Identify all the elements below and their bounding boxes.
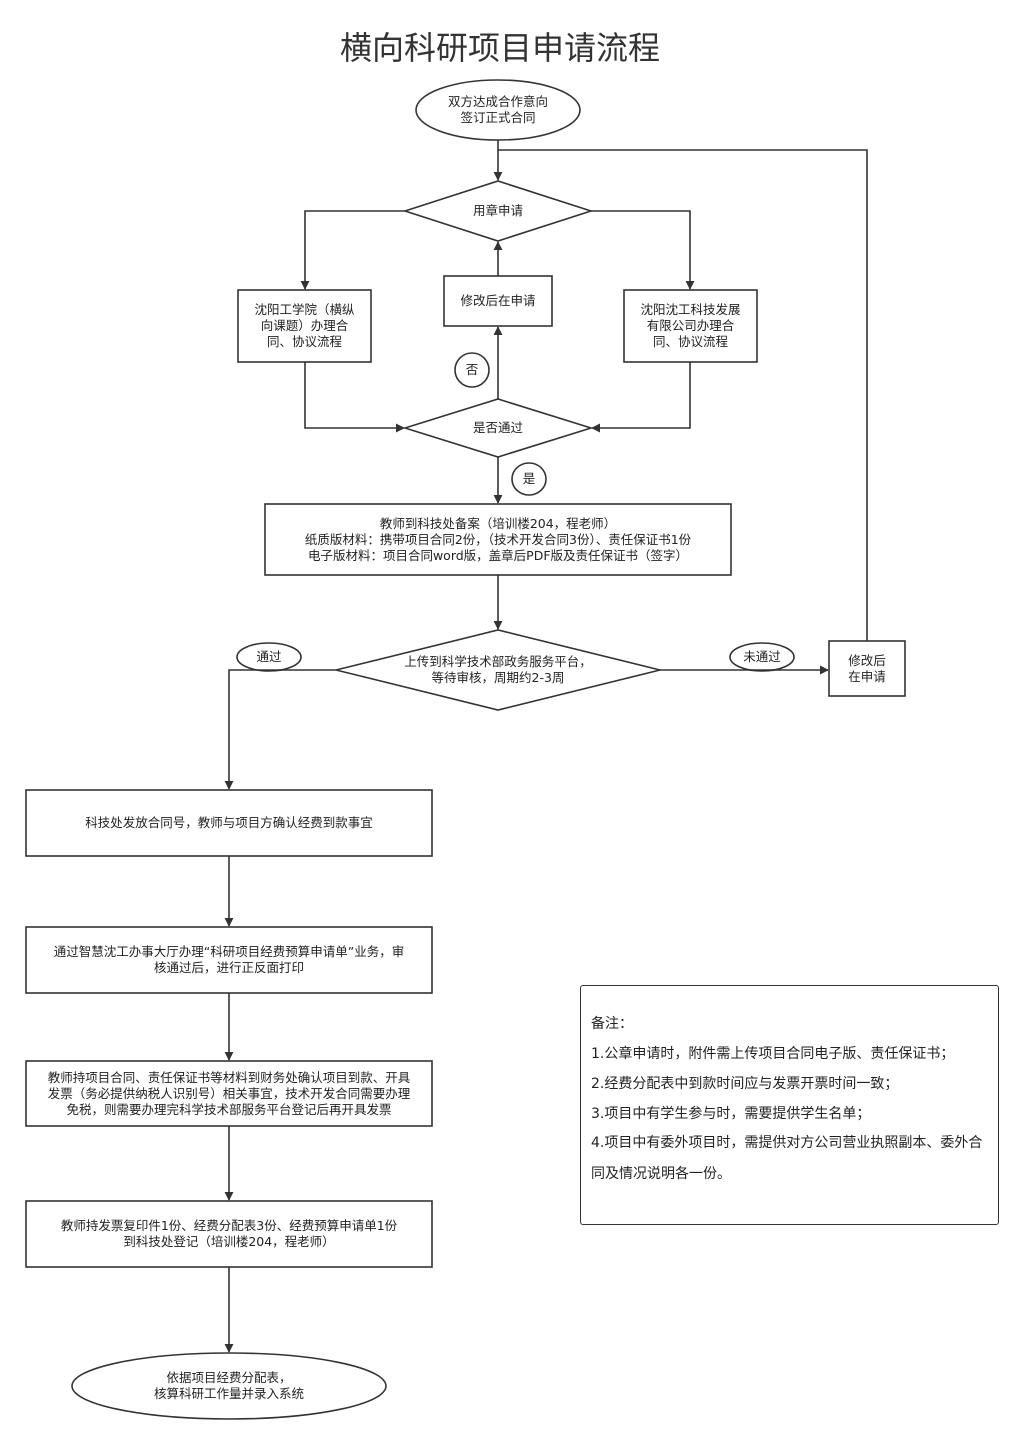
arrow-upload-to-issue: [224, 669, 336, 790]
arrow-seal-to-sylg: [300, 210, 405, 290]
modify1-node-label: 修改后在申请: [460, 293, 536, 308]
end-ellipse: [71, 1352, 387, 1420]
modify2-node-label: 修改后 在申请: [848, 652, 886, 684]
note-item-2: 2.经费分配表中到款时间应与发票开票时间一致；: [591, 1076, 899, 1092]
pass-question-label: 是否通过: [472, 420, 523, 435]
no-label: 否: [465, 362, 479, 377]
arrow-sylg-to-pass: [304, 362, 405, 433]
note-item-3: 3.项目中有学生参与时，需要提供学生名单；: [591, 1106, 871, 1122]
register-node-label: 教师持发票复印件1份、经费分配表3份、经费预算申请单1份 到科技处登记（培训楼2…: [60, 1218, 398, 1249]
seal-node-label: 用章申请: [472, 203, 523, 218]
fail-branch-label: 未通过: [743, 649, 781, 664]
sygk-node-label: 沈阳沈工科技发展 有限公司办理合 同、协议流程: [640, 302, 741, 349]
page-title: 横向科研项目申请流程: [339, 29, 660, 67]
issue-node-label: 科技处发放合同号，教师与项目方确认经费到款事宜: [85, 815, 373, 830]
start-node-label: 双方达成合作意向 签订正式合同: [447, 94, 548, 125]
fail-label-ellipse: [729, 642, 795, 672]
notes-panel: 备注： 1.公章申请时，附件需上传项目合同电子版、责任保证书； 2.经费分配表中…: [580, 985, 999, 1225]
finance-node-label: 教师持项目合同、责任保证书等材料到财务处确认项目到款、开具 发票（务必提供纳税人…: [47, 1069, 411, 1117]
upload-node-label: 上传到科学技术部政务服务平台， 等待审核，周期约2-3周: [404, 654, 592, 685]
arrow-seal-to-sygk: [591, 210, 695, 290]
pass-branch-label: 通过: [256, 649, 282, 664]
arrow-sygk-to-pass: [591, 362, 691, 433]
no-circle: [454, 352, 490, 388]
end-node-label: 依据项目经费分配表， 核算科研工作量并录入系统: [153, 1370, 304, 1401]
pass-diamond: [402, 398, 594, 458]
yes-ellipse: [511, 462, 547, 496]
smart-node-label: 通过智慧沈工办事大厅办理“科研项目经费预算申请单”业务，审 核通过后，进行正反面…: [53, 944, 405, 975]
note-item-4: 4.项目中有委外项目时，需提供对方公司营业执照副本、委外合同及情况说明各一份。: [591, 1135, 983, 1182]
arrow-modify2-loop: [498, 149, 868, 641]
note-item-1: 1.公章申请时，附件需上传项目合同电子版、责任保证书；: [591, 1046, 955, 1062]
yes-label: 是: [522, 471, 536, 486]
notes-heading: 备注：: [591, 1016, 633, 1032]
sylg-node-label: 沈阳工学院（横纵 向课题）办理合 同、协议流程: [254, 302, 355, 349]
filing-node-label: 教师到科技处备案（培训楼204，程老师） 纸质版材料：携带项目合同2份，（技术开…: [304, 515, 692, 563]
pass-label-ellipse: [236, 642, 302, 672]
